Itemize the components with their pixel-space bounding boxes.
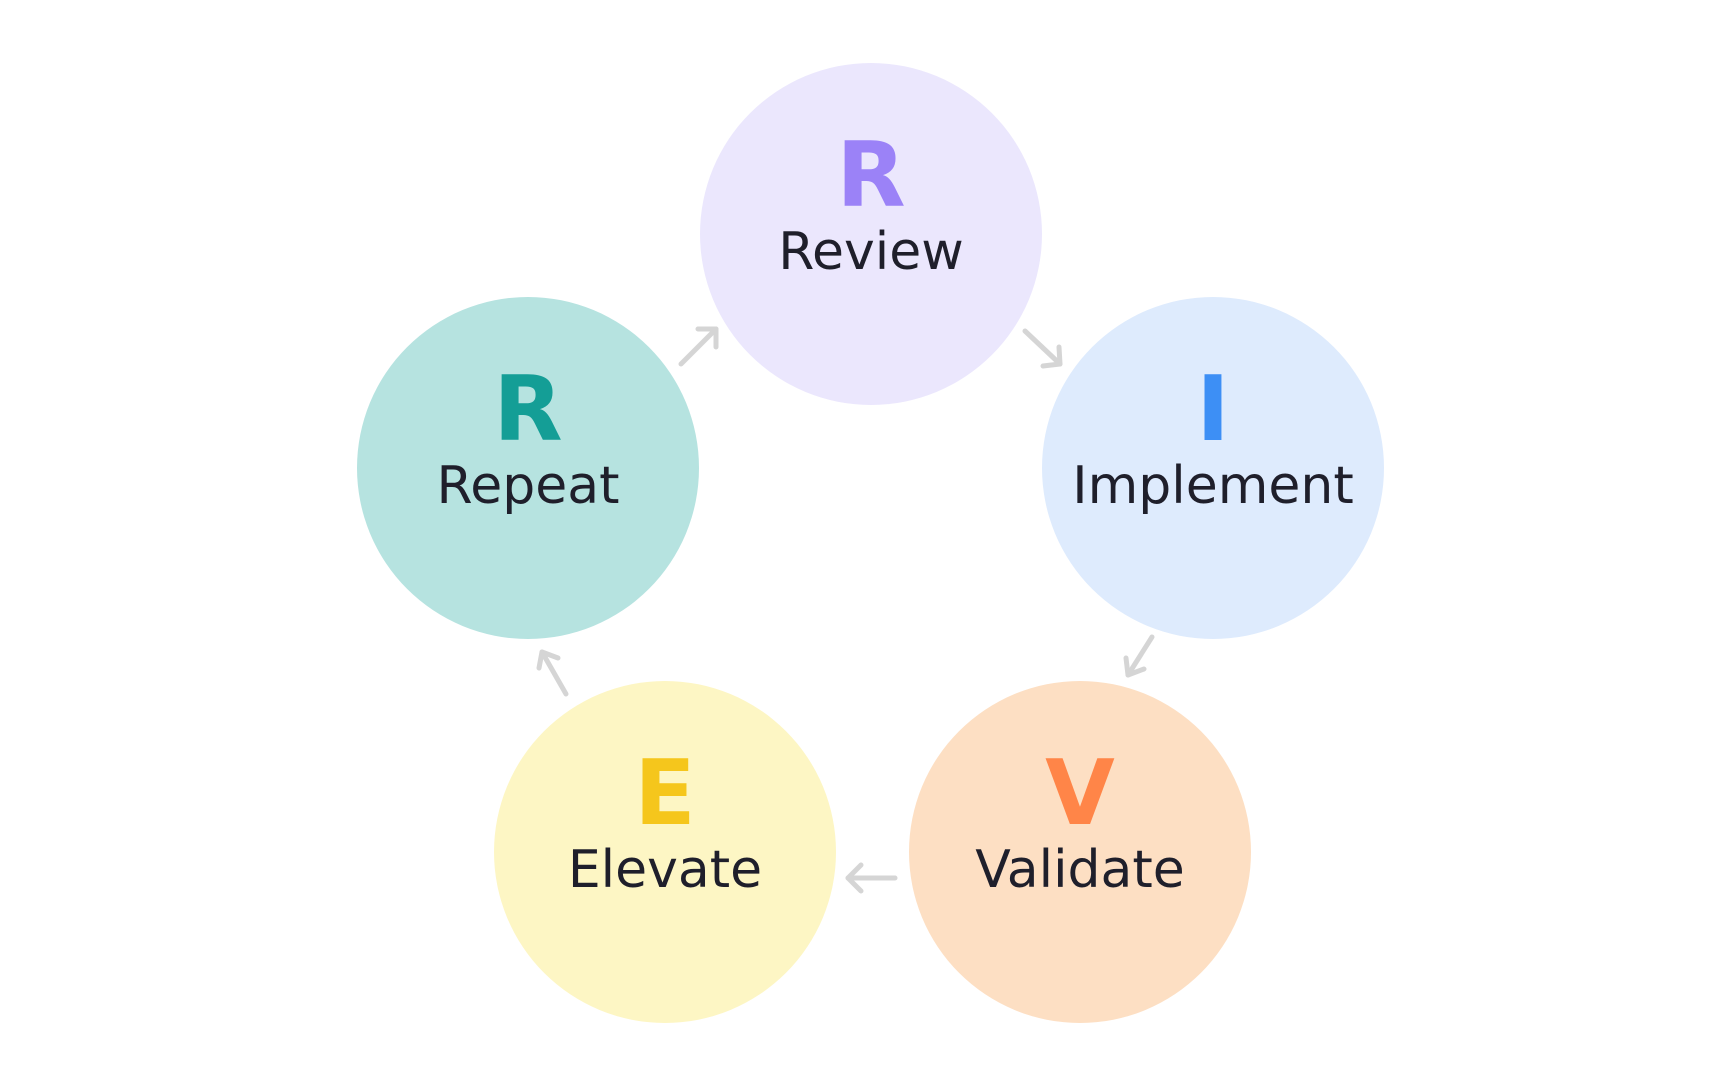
step-validate-label: Validate: [975, 840, 1185, 900]
arrow-elevate-to-repeat-icon: [536, 649, 569, 697]
step-repeat-letter: R: [493, 357, 563, 462]
step-repeat-label: Repeat: [436, 456, 620, 516]
arrow-repeat-to-review-icon: [678, 326, 719, 367]
step-review-label: Review: [778, 222, 964, 282]
arrow-review-to-implement-icon: [1022, 328, 1063, 369]
step-validate-letter: V: [1045, 741, 1115, 846]
step-review-letter: R: [836, 123, 906, 228]
step-elevate-letter: E: [634, 741, 696, 846]
step-repeat-circle: R Repeat: [357, 297, 699, 639]
step-implement-letter: I: [1196, 357, 1230, 462]
step-validate-circle: V Validate: [909, 681, 1251, 1023]
step-review-circle: R Review: [700, 63, 1042, 405]
step-elevate-circle: E Elevate: [494, 681, 836, 1023]
arrow-validate-to-elevate-icon: [845, 862, 898, 894]
arrow-implement-to-validate-icon: [1123, 634, 1155, 678]
step-elevate-label: Elevate: [567, 840, 763, 900]
step-implement-label: Implement: [1072, 456, 1354, 516]
step-implement-circle: I Implement: [1042, 297, 1384, 639]
